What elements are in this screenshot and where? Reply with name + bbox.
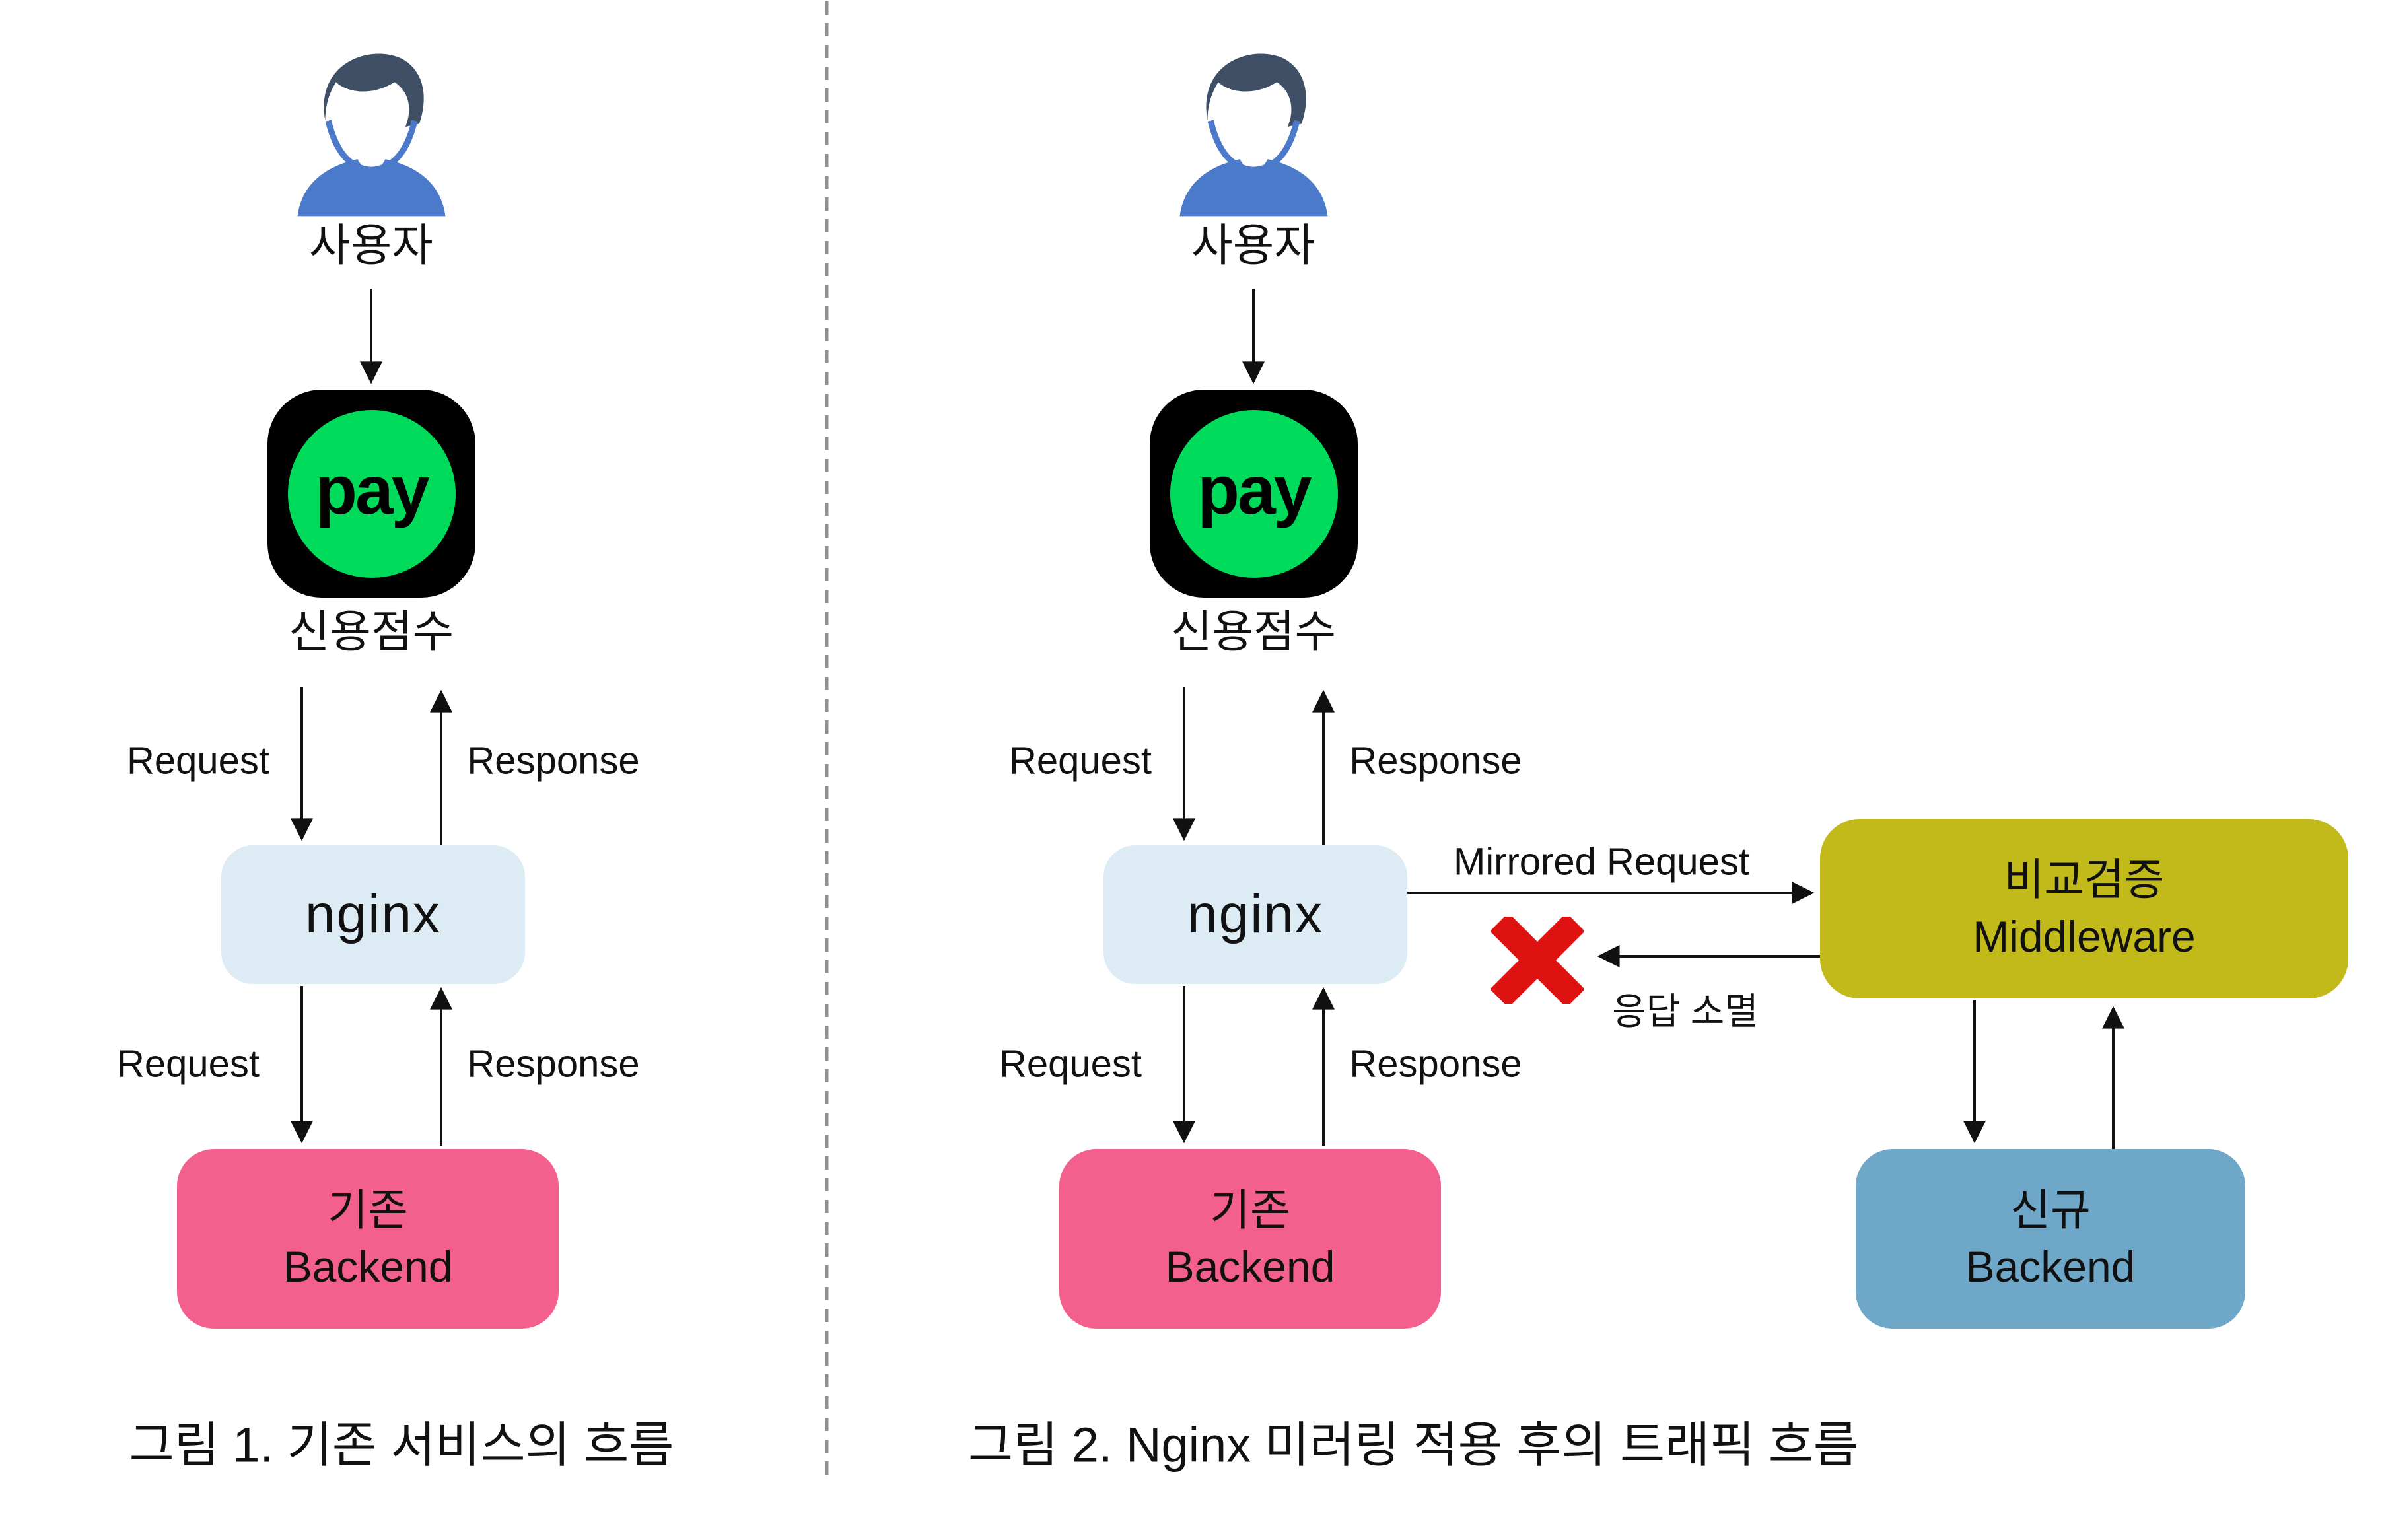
f1-request-upper-label: Request <box>126 739 270 783</box>
f1-app-label: 신용점수 <box>288 606 454 657</box>
avatar-shoulders <box>297 159 446 217</box>
user-avatar-icon <box>297 53 446 217</box>
f1-old-backend-label-line1: 기존 <box>328 1185 408 1235</box>
f2-pay-app-icon: pay <box>1150 390 1358 598</box>
f2-pay-logo-circle: pay <box>1170 409 1338 578</box>
f1-pay-app-icon: pay <box>267 390 475 598</box>
f2-response-upper-label: Response <box>1349 739 1522 783</box>
f2-old-backend-box: 기존 Backend <box>1059 1149 1441 1329</box>
f2-app-label: 신용점수 <box>1170 606 1337 657</box>
f1-response-upper-label: Response <box>467 739 640 783</box>
f1-request-lower-label: Request <box>116 1042 260 1086</box>
response-discard-x-icon <box>1491 917 1584 1004</box>
f2-nginx-label: nginx <box>1187 884 1324 944</box>
f2-response-lower-label: Response <box>1349 1042 1522 1086</box>
avatar-hair <box>1206 53 1306 127</box>
f2-old-backend-label-line1: 기존 <box>1210 1185 1290 1235</box>
mirrored-request-label: Mirrored Request <box>1453 840 1750 884</box>
f2-request-upper-label: Request <box>1008 739 1152 783</box>
response-discard-label: 응답 소멸 <box>1612 990 1759 1032</box>
f1-nginx-label: nginx <box>304 884 442 944</box>
f1-user-label: 사용자 <box>309 220 433 271</box>
avatar-shoulders <box>1179 159 1328 217</box>
f1-pay-logo-text: pay <box>315 452 429 529</box>
f1-pay-logo-circle: pay <box>287 409 456 578</box>
new-backend-label-line2: Backend <box>1965 1242 2136 1291</box>
new-backend-label-line1: 신규 <box>2010 1185 2091 1235</box>
figure1-caption: 그림 1. 기존 서비스의 흐름 <box>129 1417 674 1473</box>
f1-response-lower-label: Response <box>467 1042 640 1086</box>
f2-old-backend-label-line2: Backend <box>1165 1242 1335 1291</box>
figure2-caption: 그림 2. Nginx 미러링 적용 후의 트래픽 흐름 <box>968 1417 1858 1473</box>
avatar-hair <box>324 53 424 127</box>
user-avatar-icon <box>1179 53 1328 217</box>
f2-user-label: 사용자 <box>1191 220 1315 271</box>
middleware-box: 비교검증 Middleware <box>1820 819 2348 998</box>
f1-nginx-box: nginx <box>221 845 525 984</box>
f2-request-lower-label: Request <box>998 1042 1142 1086</box>
middleware-label-line1: 비교검증 <box>2004 855 2165 905</box>
new-backend-box: 신규 Backend <box>1856 1149 2245 1329</box>
f1-old-backend-label-line2: Backend <box>283 1242 453 1291</box>
f2-nginx-box: nginx <box>1103 845 1407 984</box>
middleware-label-line2: Middleware <box>1973 912 2196 961</box>
f2-pay-logo-text: pay <box>1197 452 1312 529</box>
f1-old-backend-box: 기존 Backend <box>177 1149 559 1329</box>
